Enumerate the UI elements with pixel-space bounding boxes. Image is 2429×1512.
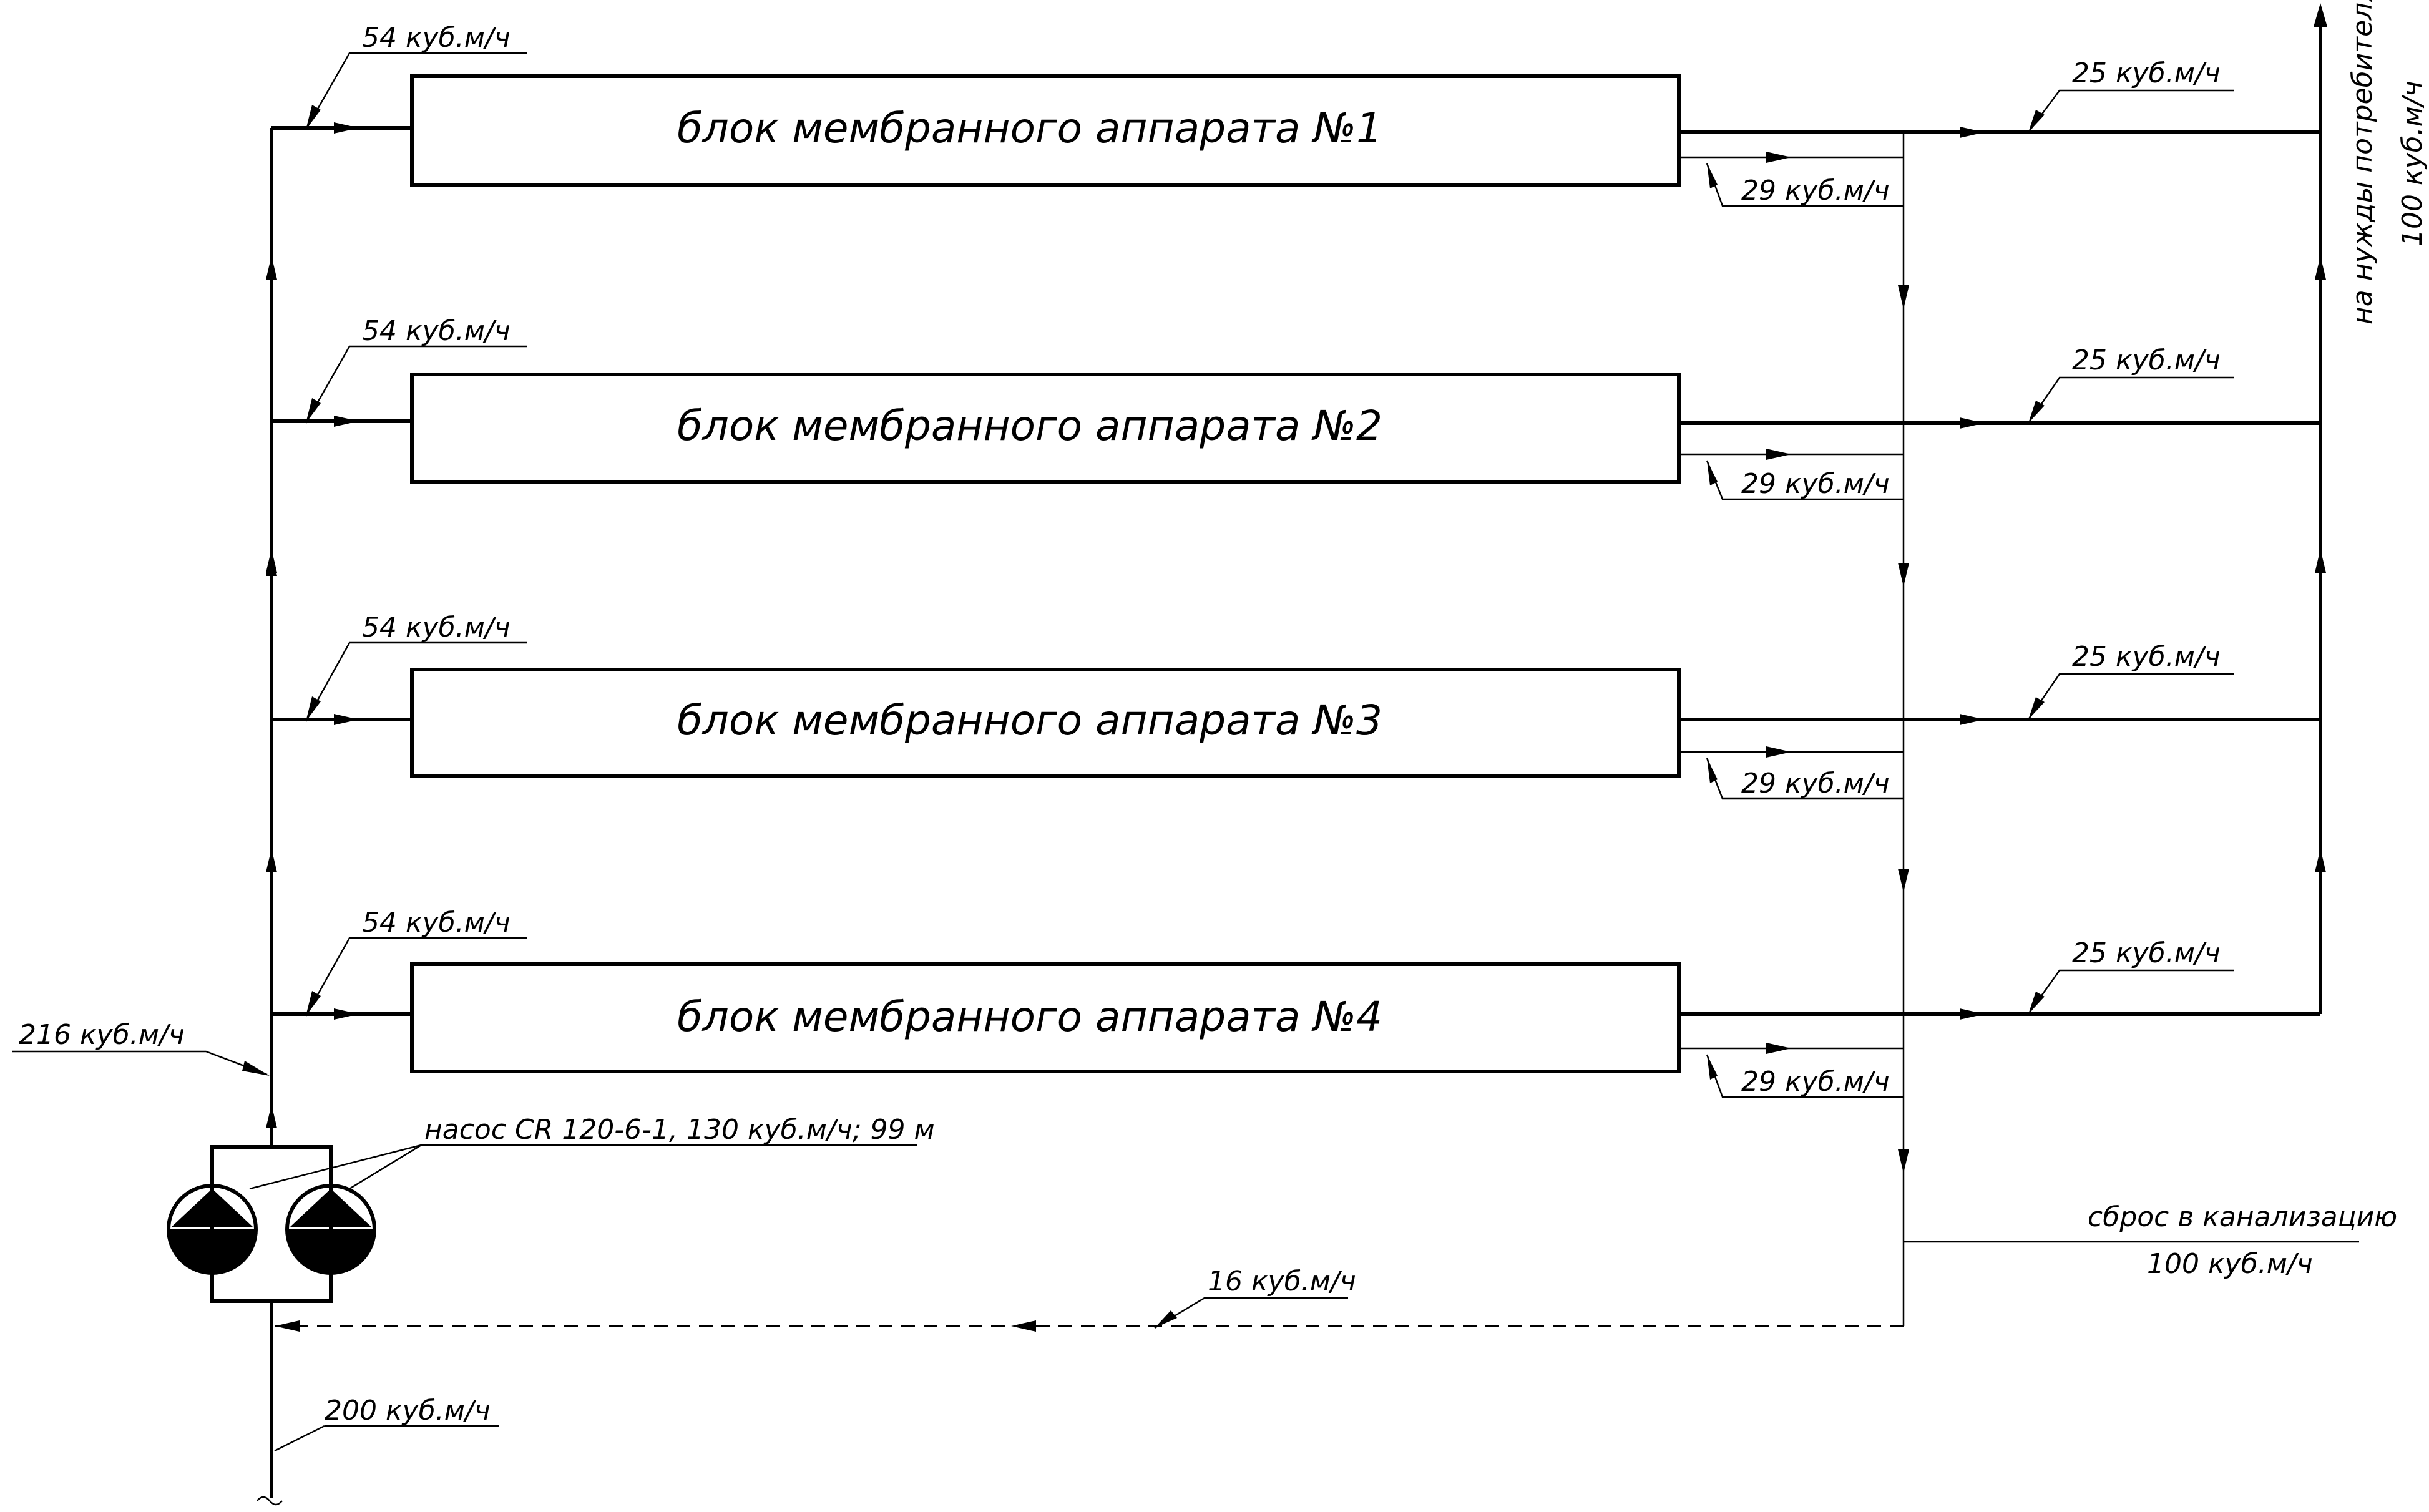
block-1-inflow-label: 54 куб.м/ч [362,22,511,54]
header-up-arrow-extra [266,549,277,573]
pump-leader-1 [249,1144,422,1190]
recycle-flow-leader [1154,1297,1348,1329]
block-4-permeate-leader [2027,969,2234,1015]
block-1-permeate-leader [2027,89,2234,133]
block-3-box [410,668,1681,778]
block-4-box [410,962,1681,1073]
block-4-name: блок мембранного аппарата №4 [677,993,1382,1041]
consumer-flow-label: 100 куб.м/ч [2397,80,2428,246]
block-1-permeate-label: 25 куб.м/ч [2072,57,2221,89]
block-4-permeate-label: 25 куб.м/ч [2072,937,2221,969]
header-flow-leader-head [242,1061,270,1076]
block-2-permeate-label: 25 куб.м/ч [2072,344,2221,376]
block-2-inflow-label: 54 куб.м/ч [362,315,511,347]
recycle-flow-leader-head [1155,1310,1177,1328]
pump-label: насос CR 120-6-1, 130 куб.м/ч; 99 м [424,1114,935,1146]
block-2-concentrate-label: 29 куб.м/ч [1741,468,1890,500]
membrane-block-2: 54 куб.м/ч блок мембранного аппарата №2 … [271,315,2320,500]
block-1-box [410,74,1681,187]
block-3-permeate-label: 25 куб.м/ч [2072,641,2221,673]
pump-2-icon [285,1184,376,1275]
block-3-inflow-leader [305,641,527,722]
pipe-break-symbol [257,1496,283,1506]
header-flow-label: 216 куб.м/ч [19,1019,185,1051]
consumer-label: на нужды потребителя [2347,0,2378,324]
block-4-inflow-leader [305,937,527,1017]
pump-leader-2 [349,1144,422,1190]
block-1-name: блок мембранного аппарата №1 [677,104,1382,152]
block-1-inlet-arrow [334,122,359,134]
source-flow-label: 200 куб.м/ч [325,1395,491,1427]
recycle-flow-label: 16 куб.м/ч [1208,1266,1356,1297]
consumer-up-arrows [2315,256,2326,872]
membrane-block-1: 54 куб.м/ч блок мембранного аппарата №1 … [271,22,2320,207]
block-4-inflow-label: 54 куб.м/ч [362,907,511,939]
block-2-inflow-leader [305,345,527,424]
block-1-inflow-leader [305,52,527,130]
discharge-label: сброс в канализацию [2088,1201,2397,1233]
recycle-arrow-2 [275,1320,300,1332]
block-3-inflow-label: 54 куб.м/ч [362,612,511,643]
block-2-name: блок мембранного аппарата №2 [677,402,1382,450]
block-3-permeate-leader [2027,673,2234,720]
block-1-concentrate-label: 29 куб.м/ч [1741,175,1890,207]
recycle-arrow-1 [1011,1320,1036,1332]
discharge-flow-label: 100 куб.м/ч [2147,1248,2313,1280]
block-3-concentrate-label: 29 куб.м/ч [1741,768,1890,799]
membrane-block-3: 54 куб.м/ч блок мембранного аппарата №3 … [271,612,2320,800]
block-2-permeate-leader [2027,376,2234,424]
membrane-block-4: 54 куб.м/ч блок мембранного аппарата №4 … [271,907,2320,1098]
block-2-box [410,373,1681,484]
pump-1-icon [167,1184,258,1275]
block-4-concentrate-label: 29 куб.м/ч [1741,1066,1890,1098]
source-flow-leader [274,1425,325,1452]
block-3-name: блок мембранного аппарата №3 [677,696,1382,744]
consumer-top-arrow [2314,3,2327,27]
header-flow-leader [12,1050,268,1076]
